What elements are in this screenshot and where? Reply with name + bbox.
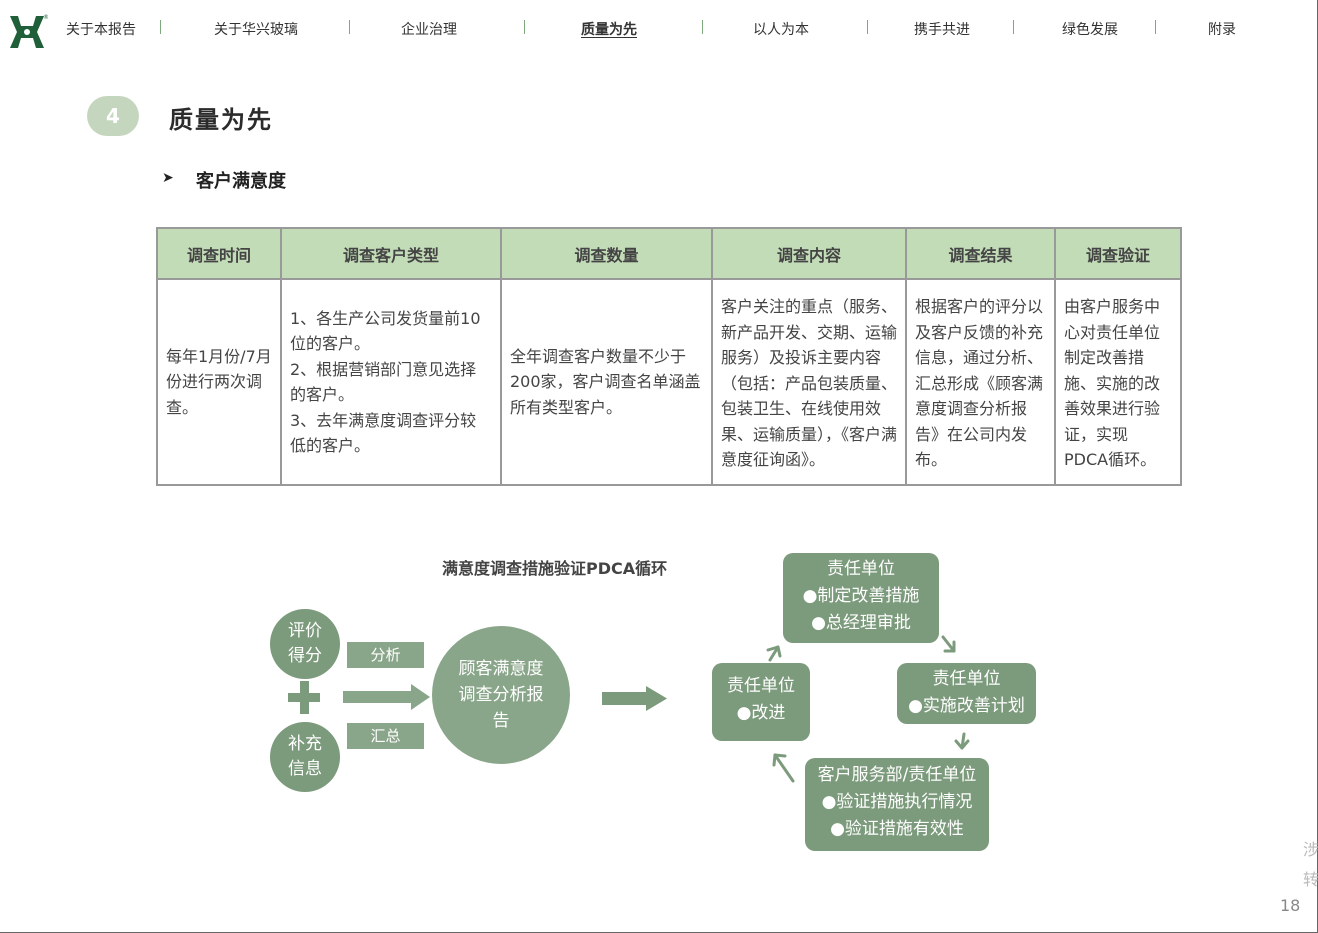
arrow-to-cycle-icon — [602, 686, 667, 711]
top-navigation: 关于本报告 关于华兴玻璃 企业治理 质量为先 以人为本 携手共进 绿色发展 附录 — [0, 0, 1318, 56]
nav-separator — [160, 20, 161, 34]
page-number: 18 — [1280, 896, 1301, 915]
side-text-char: 涉 — [1303, 840, 1318, 859]
cycle-arrow-right-to-bottom-icon — [954, 732, 970, 750]
nav-separator — [349, 20, 350, 34]
nav-item-together[interactable]: 携手共进 — [914, 22, 970, 38]
nav-separator — [702, 20, 703, 34]
header-customer-type: 调查客户类型 — [280, 227, 502, 280]
nav-item-people-first[interactable]: 以人为本 — [753, 22, 809, 38]
header-survey-result: 调查结果 — [905, 227, 1056, 280]
cell-survey-count: 全年调查客户数量不少于200家，客户调查名单涵盖所有类型客户。 — [500, 278, 713, 486]
header-survey-verification: 调查验证 — [1054, 227, 1182, 280]
cell-survey-content: 客户关注的重点（服务、新产品开发、交期、运输服务）及投诉主要内容（包括：产品包装… — [711, 278, 907, 486]
box-right-responsible-unit: 责任单位 ●实施改善计划 — [897, 663, 1036, 724]
tag-summary: 汇总 — [347, 723, 424, 749]
subsection-title: 客户满意度 — [196, 171, 286, 192]
nav-item-appendix[interactable]: 附录 — [1208, 22, 1236, 38]
plus-icon-vertical — [300, 681, 309, 714]
arrow-to-report-icon — [343, 684, 430, 710]
box-left-responsible-unit: 责任单位 ●改进 — [712, 663, 810, 741]
box-bottom-customer-service: 客户服务部/责任单位 ●验证措施执行情况 ●验证措施有效性 — [805, 758, 989, 851]
cycle-arrow-bottom-to-left-icon — [772, 753, 795, 783]
svg-text:®: ® — [43, 14, 48, 21]
header-survey-content: 调查内容 — [711, 227, 907, 280]
circle-satisfaction-report: 顾客满意度 调查分析报 告 — [432, 626, 570, 764]
nav-item-about-company[interactable]: 关于华兴玻璃 — [214, 22, 298, 38]
header-survey-time: 调查时间 — [156, 227, 282, 280]
survey-table: 调查时间 调查客户类型 调查数量 调查内容 调查结果 调查验证 每年1月份/7月… — [156, 227, 1182, 486]
cell-survey-verification: 由客户服务中心对责任单位制定改善措施、实施的改善效果进行验证，实现PDCA循环。 — [1054, 278, 1182, 486]
circle-evaluation-score: 评价 得分 — [270, 609, 340, 679]
cell-survey-time: 每年1月份/7月份进行两次调查。 — [156, 278, 282, 486]
section-title: 质量为先 — [169, 106, 273, 134]
circle-supplement-info: 补充 信息 — [270, 722, 340, 792]
company-logo[interactable]: ® — [6, 12, 49, 52]
nav-item-quality-first[interactable]: 质量为先 — [581, 22, 637, 38]
nav-separator — [1155, 20, 1156, 34]
cell-customer-type: 1、各生产公司发货量前10位的客户。 2、根据营销部门意见选择的客户。 3、去年… — [280, 278, 502, 486]
arrow-bullet-icon: ➤ — [162, 170, 174, 186]
nav-item-governance[interactable]: 企业治理 — [401, 22, 457, 38]
header-survey-count: 调查数量 — [500, 227, 713, 280]
cell-survey-result: 根据客户的评分以及客户反馈的补充信息，通过分析、汇总形成《顾客满意度调查分析报告… — [905, 278, 1056, 486]
nav-item-about-report[interactable]: 关于本报告 — [66, 22, 136, 38]
nav-separator — [524, 20, 525, 34]
table-header-row: 调查时间 调查客户类型 调查数量 调查内容 调查结果 调查验证 — [156, 227, 1182, 280]
side-text-char: 转 — [1303, 870, 1318, 889]
cycle-arrow-top-to-right-icon — [941, 635, 956, 653]
table-row: 每年1月份/7月份进行两次调查。 1、各生产公司发货量前10位的客户。 2、根据… — [156, 278, 1182, 486]
diagram-title: 满意度调查措施验证PDCA循环 — [442, 559, 668, 578]
box-top-responsible-unit: 责任单位 ●制定改善措施 ●总经理审批 — [783, 553, 939, 643]
tag-analysis: 分析 — [347, 642, 424, 668]
section-number-badge: 4 — [87, 96, 139, 136]
nav-separator — [867, 20, 868, 34]
nav-item-green-development[interactable]: 绿色发展 — [1062, 22, 1118, 38]
cycle-arrow-left-to-top-icon — [766, 645, 782, 662]
nav-separator — [1013, 20, 1014, 34]
